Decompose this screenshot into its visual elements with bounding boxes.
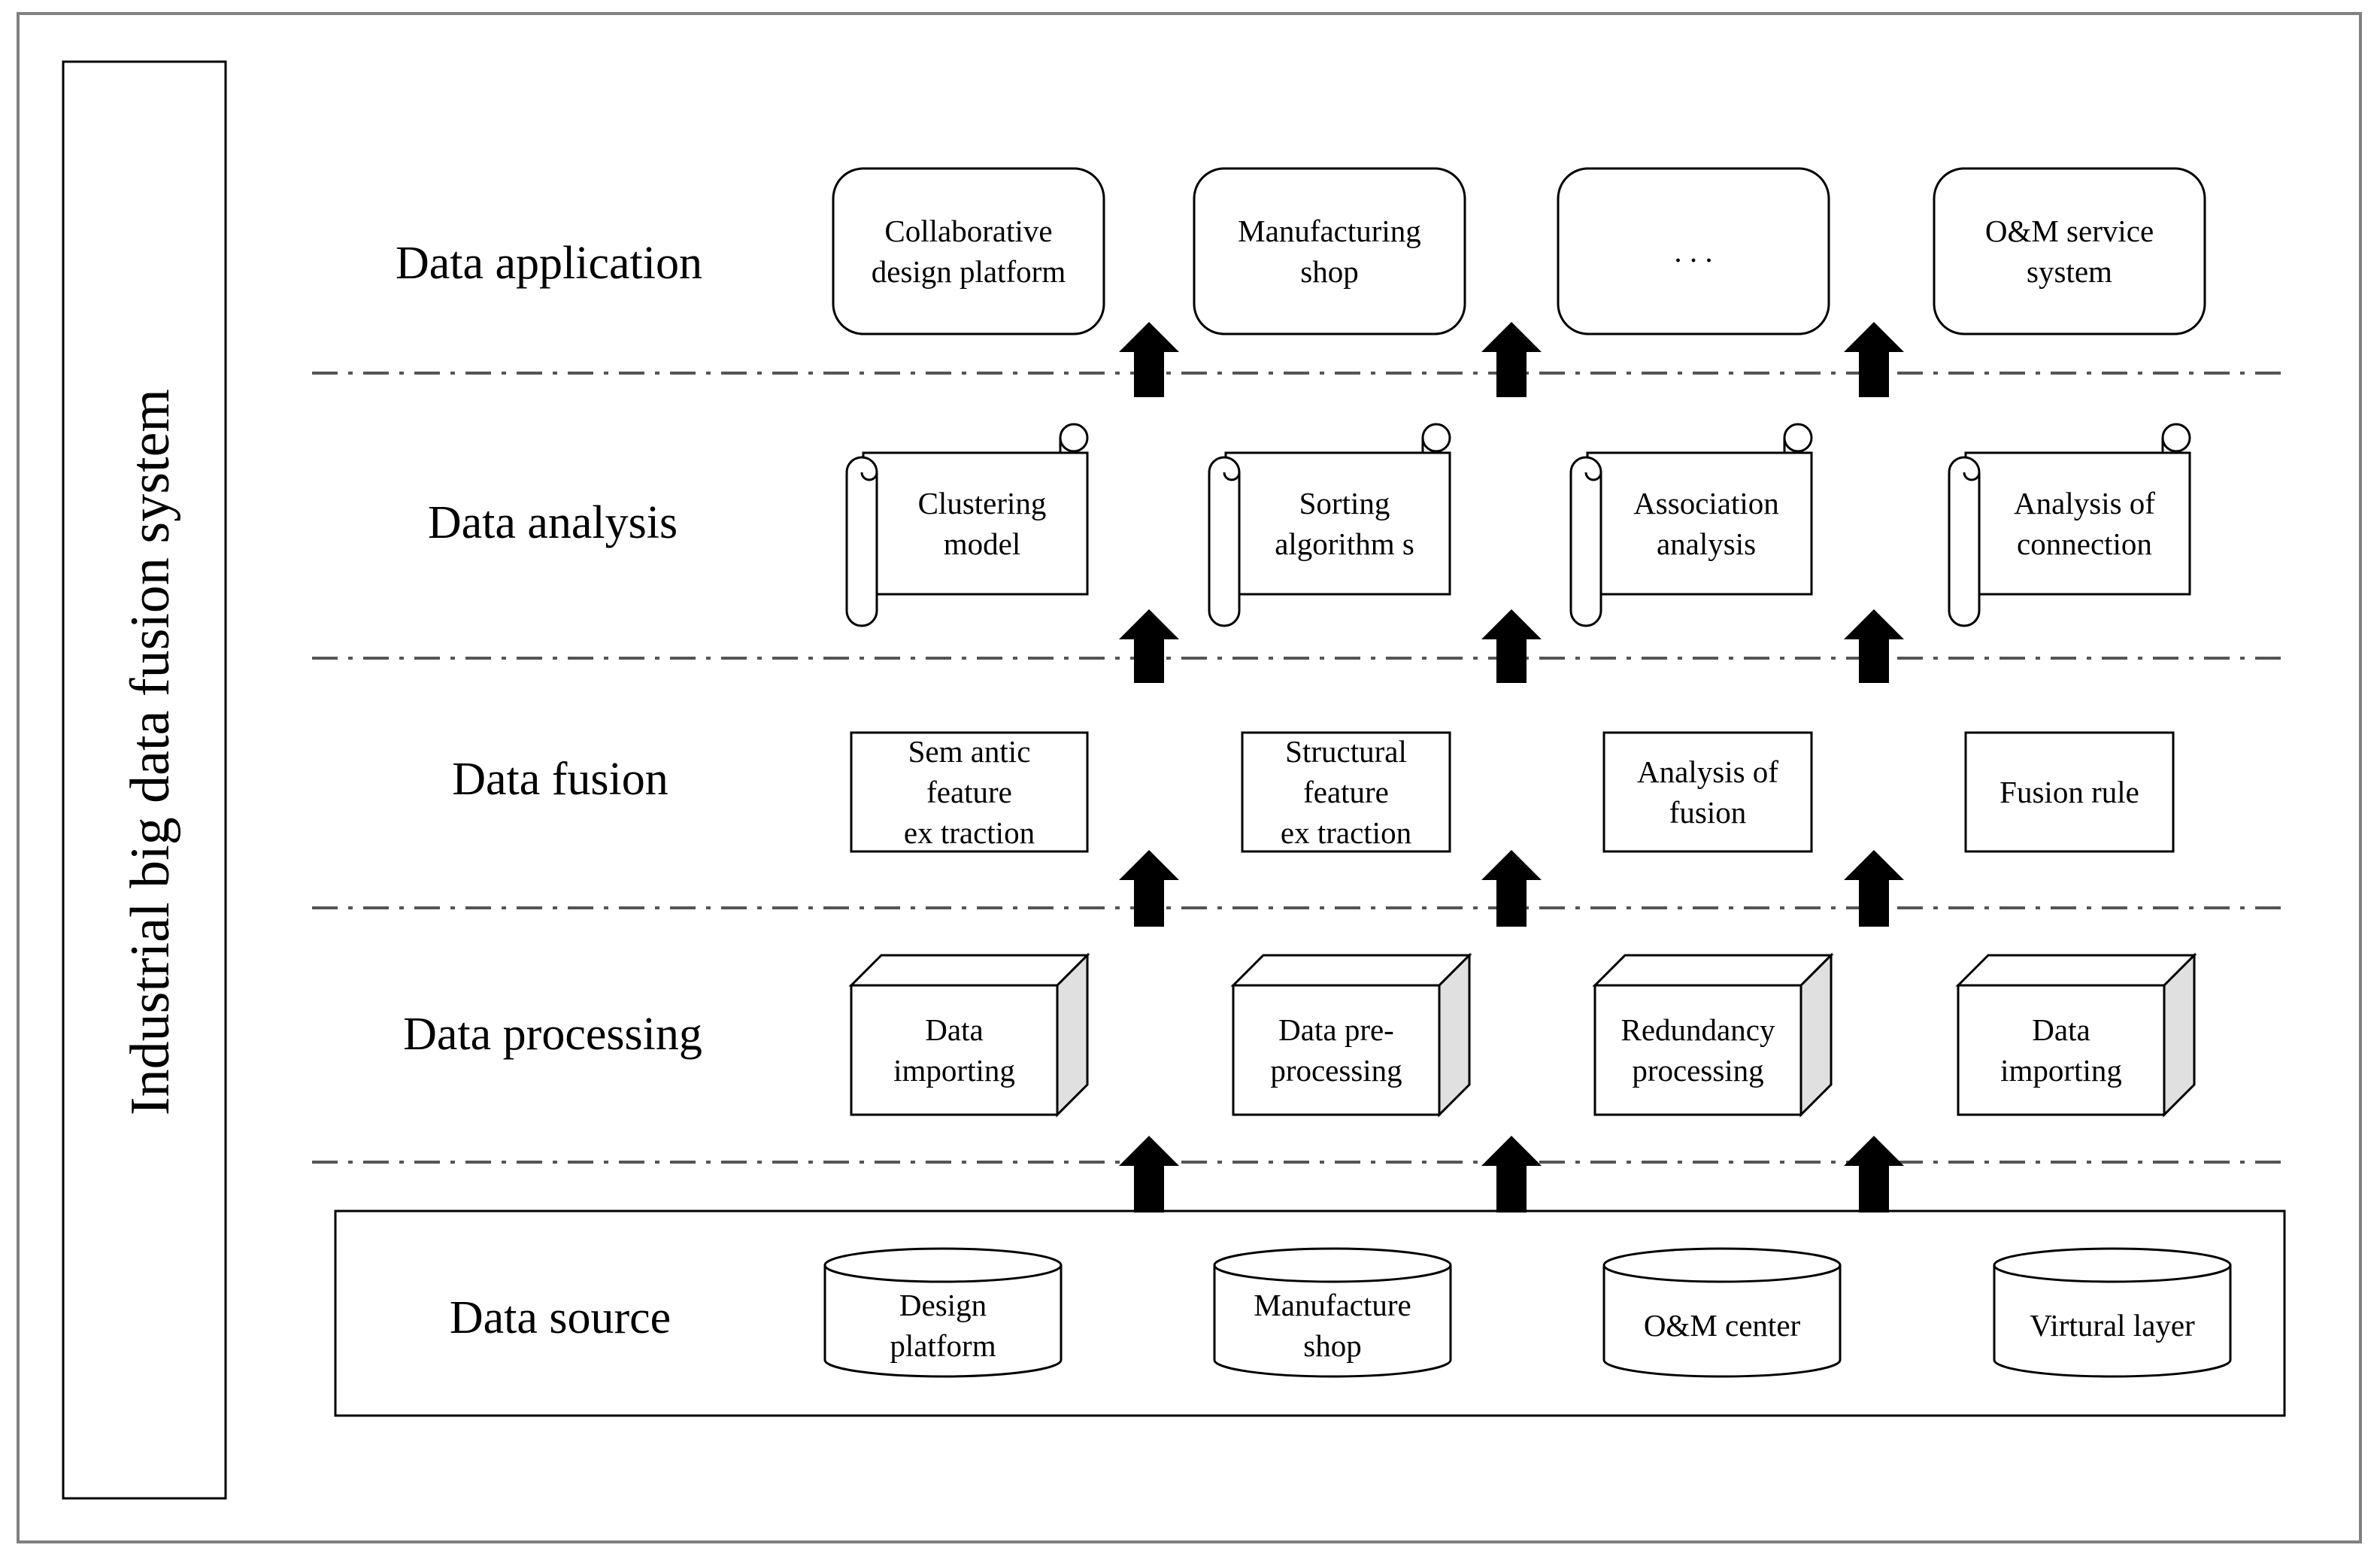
cube-shape (1592, 952, 1834, 1118)
scroll-shape (1208, 423, 1451, 627)
node-analysis-of-fusion (1602, 731, 1813, 853)
node-label: ex traction (904, 815, 1035, 850)
node-label: Data (2032, 1012, 2090, 1047)
node-label: Analysis of (1637, 754, 1778, 789)
layer-label-data-fusion: Data fusion (452, 754, 669, 805)
node-label: Manufacturing (1238, 214, 1421, 248)
node-manufacturing-shop (1193, 167, 1466, 335)
node-label: ex traction (1281, 815, 1411, 850)
node-label: Virtural layer (2030, 1308, 2195, 1343)
node-label: Collaborative (884, 214, 1052, 248)
layer-label-data-application: Data application (396, 238, 702, 289)
node-collaborative-design-platform (832, 167, 1105, 335)
flow-arrows (1119, 322, 1904, 1213)
scroll-shape (845, 423, 1089, 627)
system-title: Industrial big data fusion system (120, 389, 181, 1115)
node-label: importing (2000, 1053, 2122, 1088)
node-label: connection (2017, 527, 2152, 561)
up-arrow (1481, 850, 1542, 927)
node-label: Sem antic (908, 734, 1031, 769)
node-semantic-feature-extraction (850, 731, 1089, 853)
cube-shape (848, 952, 1090, 1118)
node-label: O&M service (1985, 214, 2154, 248)
node-label: Design (899, 1288, 987, 1322)
up-arrow (1119, 322, 1179, 397)
up-arrow (1481, 322, 1542, 397)
scroll-shape (1569, 423, 1813, 627)
layer-label-data-processing: Data processing (403, 1009, 702, 1060)
node-label: Sorting (1299, 486, 1390, 521)
node-label: O&M center (1644, 1308, 1801, 1343)
up-arrow (1119, 609, 1179, 683)
up-arrow (1481, 1136, 1542, 1213)
node-label: Redundancy (1621, 1012, 1775, 1047)
analysis-nodes (845, 423, 2191, 627)
node-label: Data (925, 1012, 983, 1047)
node-label: shop (1303, 1328, 1361, 1363)
node-label: feature (926, 775, 1012, 809)
layer-label-data-source: Data source (450, 1292, 671, 1343)
node-label: system (2027, 254, 2112, 289)
fusion-nodes (850, 731, 2175, 853)
node-ellipsis (1557, 167, 1830, 335)
up-arrow (1844, 609, 1904, 683)
node-label: analysis (1657, 527, 1756, 561)
node-structural-feature-extraction (1241, 731, 1451, 853)
cube-shape (1955, 952, 2197, 1118)
source-nodes (823, 1247, 2232, 1378)
up-arrow (1481, 609, 1542, 683)
node-label: . . . (1674, 234, 1712, 269)
cube-shape (1230, 952, 1472, 1118)
processing-nodes (848, 952, 2197, 1118)
node-label: importing (893, 1053, 1015, 1088)
cylinder-shape (1213, 1247, 1452, 1378)
application-nodes (832, 167, 2206, 335)
node-label: processing (1270, 1053, 1402, 1088)
node-label: Manufacture (1254, 1288, 1411, 1322)
node-label: design platform (872, 254, 1066, 289)
node-label: Data pre- (1278, 1012, 1394, 1047)
up-arrow (1844, 850, 1904, 927)
layer-label-data-analysis: Data analysis (428, 497, 678, 548)
node-label: shop (1300, 254, 1358, 289)
node-fusion-rule (1964, 731, 2175, 853)
up-arrow (1119, 1136, 1179, 1213)
cylinder-shape (1602, 1247, 1842, 1378)
cylinder-shape (823, 1247, 1063, 1378)
node-label: feature (1303, 775, 1389, 809)
node-label: processing (1632, 1053, 1763, 1088)
up-arrow (1844, 322, 1904, 397)
system-title-panel (62, 60, 227, 1500)
layer-separators (312, 372, 2286, 1164)
node-label: Structural (1285, 734, 1407, 769)
node-label: fusion (1669, 795, 1747, 830)
node-label: Clustering (918, 486, 1047, 521)
up-arrow (1119, 850, 1179, 927)
up-arrow (1844, 1136, 1904, 1213)
node-label: Analysis of (2014, 486, 2155, 521)
node-labels: Collaborative design platform Manufacturin… (872, 214, 2195, 1363)
node-label: platform (890, 1328, 996, 1363)
node-label: model (944, 527, 1020, 561)
cylinder-shape (1993, 1247, 2232, 1378)
scroll-shape (1948, 423, 2191, 627)
node-label: Association (1633, 486, 1779, 521)
node-label: Fusion rule (2000, 775, 2139, 809)
node-label: algorithm s (1275, 527, 1414, 561)
node-om-service-system (1933, 167, 2206, 335)
